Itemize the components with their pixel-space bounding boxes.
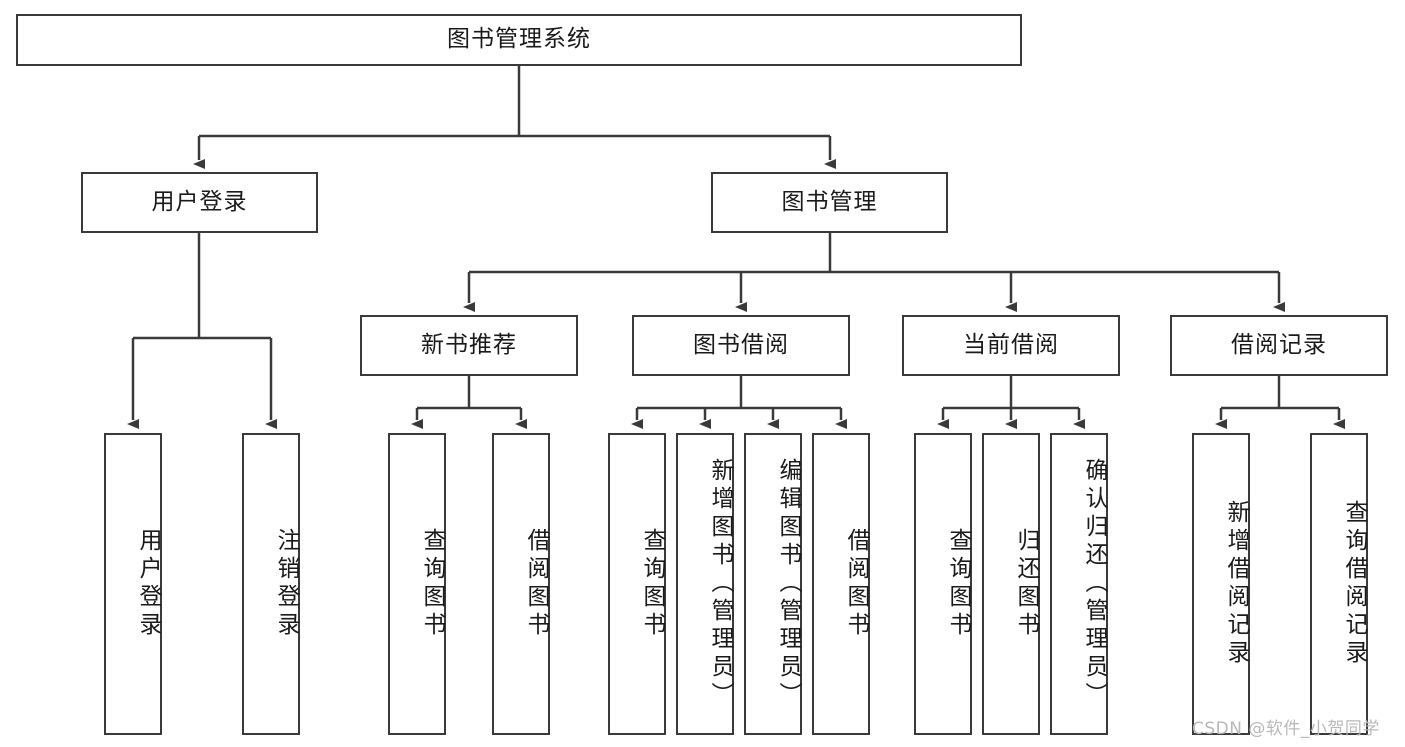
node-new-book-recommend[interactable]: 新书推荐 — [360, 315, 578, 376]
node-root-label: 图书管理系统 — [447, 26, 591, 53]
node-user-login-label: 用户登录 — [151, 188, 248, 215]
leaf-edit-book-label: 编辑图书（管理员） — [775, 458, 801, 710]
leaf-add-record-label: 新增借阅记录 — [1223, 500, 1249, 668]
leaf-borrow-book-1-label: 借阅图书 — [523, 528, 549, 640]
leaf-return-book[interactable]: 归还图书 — [982, 433, 1040, 735]
csdn-watermark: CSDN @软件_小贺同学 — [1192, 714, 1380, 739]
node-current-borrow-label: 当前借阅 — [963, 331, 1059, 358]
leaf-add-book-label: 新增图书（管理员） — [707, 458, 733, 710]
leaf-query-book-2[interactable]: 查询图书 — [608, 433, 666, 735]
leaf-logout[interactable]: 注销登录 — [242, 433, 300, 735]
leaf-add-record[interactable]: 新增借阅记录 — [1192, 433, 1250, 735]
node-book-borrow-label: 图书借阅 — [693, 331, 789, 358]
leaf-query-book-3[interactable]: 查询图书 — [914, 433, 972, 735]
leaf-query-book-1[interactable]: 查询图书 — [388, 433, 446, 735]
node-borrow-record-label: 借阅记录 — [1231, 331, 1327, 358]
leaf-borrow-book-2-label: 借阅图书 — [843, 528, 869, 640]
leaf-query-record[interactable]: 查询借阅记录 — [1310, 433, 1368, 735]
leaf-user-login-label: 用户登录 — [135, 528, 161, 640]
node-current-borrow[interactable]: 当前借阅 — [902, 315, 1120, 376]
node-book-management[interactable]: 图书管理 — [711, 172, 948, 233]
node-user-login[interactable]: 用户登录 — [81, 172, 318, 233]
leaf-edit-book[interactable]: 编辑图书（管理员） — [744, 433, 802, 735]
leaf-confirm-return-label: 确认归还（管理员） — [1081, 458, 1107, 710]
node-book-management-label: 图书管理 — [781, 188, 878, 215]
leaf-logout-label: 注销登录 — [273, 528, 299, 640]
node-root[interactable]: 图书管理系统 — [16, 14, 1022, 66]
node-new-book-recommend-label: 新书推荐 — [421, 331, 517, 358]
node-book-borrow[interactable]: 图书借阅 — [632, 315, 850, 376]
watermark-text: CSDN @软件_小贺同学 — [1192, 719, 1380, 739]
leaf-user-login[interactable]: 用户登录 — [104, 433, 162, 735]
leaf-query-record-label: 查询借阅记录 — [1341, 500, 1367, 668]
leaf-query-book-2-label: 查询图书 — [639, 528, 665, 640]
leaf-add-book[interactable]: 新增图书（管理员） — [676, 433, 734, 735]
leaf-borrow-book-1[interactable]: 借阅图书 — [492, 433, 550, 735]
leaf-return-book-label: 归还图书 — [1013, 528, 1039, 640]
leaf-query-book-1-label: 查询图书 — [419, 528, 445, 640]
leaf-borrow-book-2[interactable]: 借阅图书 — [812, 433, 870, 735]
leaf-confirm-return[interactable]: 确认归还（管理员） — [1050, 433, 1108, 735]
node-borrow-record[interactable]: 借阅记录 — [1170, 315, 1388, 376]
leaf-query-book-3-label: 查询图书 — [945, 528, 971, 640]
